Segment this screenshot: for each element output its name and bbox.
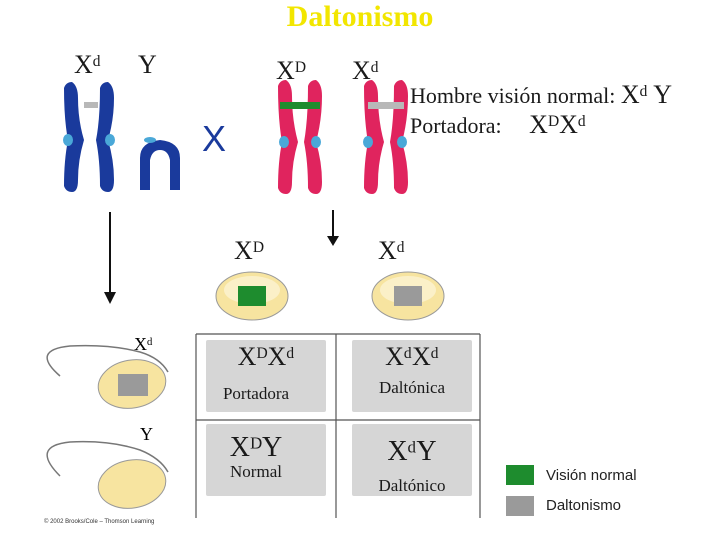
- copyright-text: © 2002 Brooks/Cole – Thomson Learning: [44, 519, 155, 525]
- cell-22-genotype: XᵈY: [387, 436, 437, 467]
- info-line-1-genotype: Xᵈ Y: [620, 80, 672, 109]
- page-title: Daltonismo: [286, 0, 434, 33]
- info-line-2-genotype: XᴰXᵈ: [529, 110, 586, 139]
- cell-12-label: Daltónica: [378, 378, 446, 397]
- sperm-2-label: Y: [140, 424, 153, 444]
- cell-21-genotype: XᴰY: [229, 432, 283, 463]
- info-line-1: Hombre visión normal: Xᵈ Y: [410, 80, 672, 110]
- father-x-label: Xᵈ: [74, 50, 101, 79]
- sperm-2: [46, 440, 169, 509]
- sperm-1-marker: [118, 374, 148, 396]
- egg-2-marker: [394, 286, 422, 306]
- legend-normal-label: Visión normal: [546, 467, 637, 484]
- cell-11-genotype: XᴰXᵈ: [237, 342, 295, 371]
- father-arrow: [104, 212, 116, 304]
- cell-12-genotype: XᵈXᵈ: [385, 342, 439, 371]
- sperm-1-label: Xᵈ: [134, 334, 153, 354]
- cell-male-normal: [206, 424, 326, 496]
- legend-colorblind-label: Daltonismo: [546, 497, 622, 514]
- info-line-1-text: Hombre visión normal:: [410, 83, 616, 108]
- cross-symbol: X: [202, 118, 227, 159]
- egg-1: [215, 271, 289, 321]
- father-y-chromosome: [140, 137, 180, 190]
- egg-1-marker: [238, 286, 266, 306]
- cell-11-label: Portadora: [222, 384, 290, 403]
- mother-x2-chromosome: [363, 80, 408, 194]
- cell-female-colorblind: [352, 340, 472, 412]
- egg-1-label: Xᴰ: [234, 236, 264, 265]
- cell-21-label: Normal: [230, 462, 282, 481]
- father-y-label: Y: [138, 50, 157, 79]
- egg-2-label: Xᵈ: [378, 236, 405, 265]
- legend-normal-swatch: [506, 465, 534, 485]
- cell-female-carrier: [206, 340, 326, 412]
- cell-22-label: Daltónico: [378, 476, 446, 495]
- egg-2: [371, 271, 445, 321]
- legend-colorblind-swatch: [506, 496, 534, 516]
- info-line-2-text: Portadora:: [410, 113, 502, 138]
- sperm-1: [46, 344, 169, 409]
- mother-x2-label: Xᵈ: [352, 56, 379, 85]
- father-x-chromosome: [63, 82, 115, 192]
- info-line-2: Portadora: XᴰXᵈ: [410, 110, 586, 140]
- mother-arrow: [327, 210, 339, 246]
- mother-x1-label: Xᴰ: [276, 56, 306, 85]
- mother-x1-chromosome: [278, 80, 322, 194]
- cell-male-colorblind: [352, 424, 472, 496]
